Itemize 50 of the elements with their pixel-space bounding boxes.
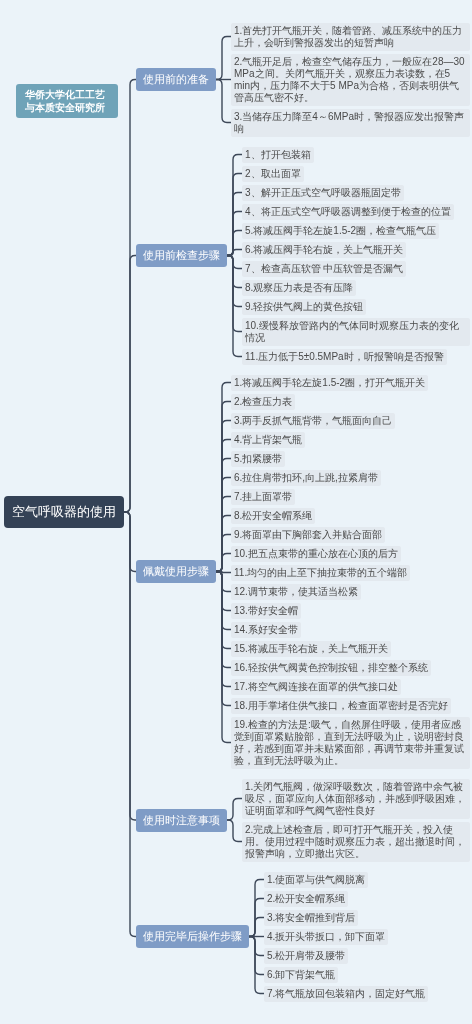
main-branch-topic: 使用完毕后操作步骤 — [136, 925, 249, 948]
subtopic-note: 13.带好安全帽 — [231, 602, 301, 619]
subtopic-note: 4.背上背架气瓶 — [231, 431, 306, 448]
subtopic-note: 3.两手反抓气瓶背带，气瓶面向自己 — [231, 412, 396, 429]
subtopic-note: 18.用手掌堵住供气接口，检查面罩密封是否完好 — [231, 697, 451, 714]
central-topic: 空气呼吸器的使用 — [4, 496, 124, 528]
subtopic-note: 2.完成上述检查后，即可打开气瓶开关，投入使用。使用过程中随时观察压力表，超出撤退时间，报警声响，立即撤出灾区。 — [242, 821, 470, 862]
connector-line — [226, 248, 243, 257]
subtopic-note: 2.气瓶开足后，检查空气储存压力，一般应在28—30 MPa之间。关闭气瓶开关，观察压力表读数，在5 min内，压力降不大于5 MPa为合格，否则表明供气管高压气密不好。 — [231, 53, 470, 106]
subtopic-note: 12.调节束带，使其适当松紧 — [231, 583, 361, 600]
subtopic-note: 7.将气瓶放回包装箱内，固定好气瓶 — [264, 985, 429, 1002]
subtopic-note: 3.将安全帽推到背后 — [264, 909, 359, 926]
subtopic-note: 9.将面罩由下胸部套入并贴合面部 — [231, 526, 386, 543]
subtopic-note: 16.轻按供气阀黄色控制按钮，排空整个系统 — [231, 659, 431, 676]
subtopic-note: 6.卸下背架气瓶 — [264, 966, 339, 983]
main-branch-topic: 使用时注意事项 — [136, 808, 227, 832]
main-branch-topic: 佩戴使用步骤 — [136, 560, 216, 583]
subtopic-note: 4.扳开头带扳口，卸下面罩 — [264, 928, 389, 945]
subtopic-note: 8.松开安全帽系绳 — [231, 507, 316, 524]
subtopic-note: 19.检查的方法是:吸气，自然屏住呼吸，使用者应感觉到面罩紧贴脸部，直到无法呼吸为止，说明密封良好，若感到面罩并未贴紧面部，再调节束带并重复试验，直到无法呼吸为止。 — [231, 716, 470, 769]
subtopic-note: 5.扣紧腰带 — [231, 450, 286, 467]
subtopic-note: 7、检查高压软管 中压软管是否漏气 — [242, 260, 407, 277]
subtopic-note: 6.拉住肩带扣环,向上跳,拉紧肩带 — [231, 469, 381, 486]
subtopic-note: 9.轻按供气阀上的黄色按钮 — [242, 298, 367, 315]
subtopic-note: 2、取出面罩 — [242, 165, 304, 182]
floating-topic: 华侨大学化工工艺与本质安全研究所 — [16, 84, 118, 118]
subtopic-note: 3、解开正压式空气呼吸器瓶固定带 — [242, 184, 404, 201]
subtopic-note: 10.缓慢释放管路内的气体同时观察压力表的变化情况 — [242, 317, 470, 346]
subtopic-note: 15.将减压手轮右旋，关上气瓶开关 — [231, 640, 391, 657]
subtopic-note: 4、将正压式空气呼吸器调整到便于检查的位置 — [242, 203, 454, 220]
main-branch-topic: 使用前的准备 — [136, 68, 216, 91]
subtopic-note: 1.使面罩与供气阀脱离 — [264, 871, 369, 888]
subtopic-note: 3.当储存压力降至4～6MPa时，警报器应发出报警声响 — [231, 108, 470, 137]
subtopic-note: 11.压力低于5±0.5MPa时，听报警响是否报警 — [242, 348, 447, 365]
subtopic-note: 5.将减压阀手轮左旋1.5-2圈，检查气瓶气压 — [242, 222, 440, 239]
subtopic-note: 7.挂上面罩带 — [231, 488, 296, 505]
subtopic-note: 1.首先打开气瓶开关，随着管路、减压系统中的压力上升，会听到警报器发出的短暂声响 — [231, 22, 470, 51]
subtopic-note: 2.松开安全帽系绳 — [264, 890, 349, 907]
subtopic-note: 8.观察压力表是否有压降 — [242, 279, 357, 296]
main-branch-topic: 使用前检查步骤 — [136, 244, 227, 267]
subtopic-note: 11.均匀的由上至下抽拉束带的五个端部 — [231, 564, 411, 581]
subtopic-note: 10.把五点束带的重心放在心顶的后方 — [231, 545, 401, 562]
subtopic-note: 14.系好安全带 — [231, 621, 301, 638]
subtopic-note: 6.将减压阀手轮右旋，关上气瓶开关 — [242, 241, 407, 258]
subtopic-note: 5.松开肩带及腰带 — [264, 947, 349, 964]
subtopic-note: 1.关闭气瓶阀，做深呼吸数次，随着管路中余气被吸尽，面罩应向人体面部移动，并感到呼吸困难，证明面罩和呼气阀气密性良好 — [242, 778, 470, 819]
subtopic-note: 1、打开包装箱 — [242, 146, 314, 163]
subtopic-note: 17.将空气阀连接在面罩的供气接口处 — [231, 678, 401, 695]
subtopic-note: 1.将减压阀手轮左旋1.5-2圈，打开气瓶开关 — [231, 374, 429, 391]
subtopic-note: 2.检查压力表 — [231, 393, 296, 410]
